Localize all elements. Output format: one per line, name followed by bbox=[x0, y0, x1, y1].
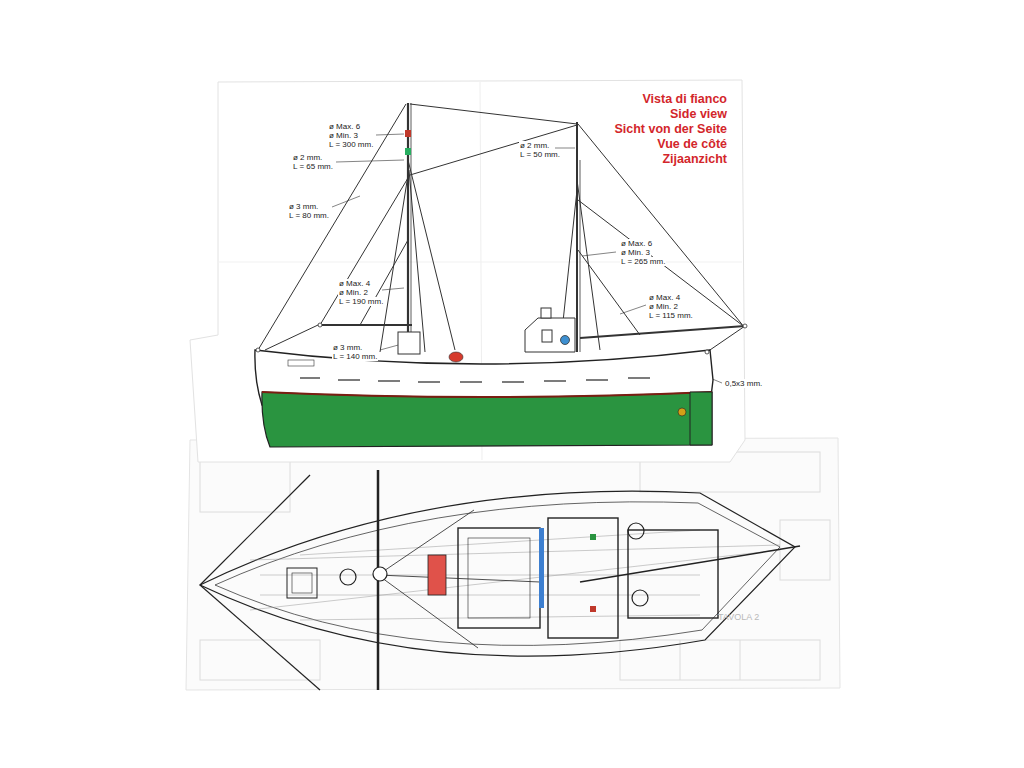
rigging-dimension: L = 265 mm. bbox=[620, 257, 666, 266]
heading-french: Vue de côté bbox=[657, 137, 727, 151]
heading-english: Side view bbox=[670, 107, 727, 121]
rigging-dimension: ø Min. 3 bbox=[328, 131, 359, 140]
rigging-dimension: ø Min. 2 bbox=[338, 288, 369, 297]
rigging-dimension: ø 3 mm. bbox=[332, 343, 363, 352]
rigging-dimension: 0,5x3 mm. bbox=[724, 379, 763, 388]
rigging-dimension: ø Min. 3 bbox=[620, 248, 651, 257]
rigging-dimension: L = 50 mm. bbox=[519, 150, 561, 159]
rigging-dimension: L = 190 mm. bbox=[338, 297, 384, 306]
rigging-dimension: L = 115 mm. bbox=[648, 311, 694, 320]
heading-italian: Vista di fianco bbox=[642, 92, 727, 106]
rigging-dimension: L = 300 mm. bbox=[328, 140, 374, 149]
rigging-dimension: ø 2 mm. bbox=[292, 153, 323, 162]
rigging-dimension: ø 3 mm. bbox=[288, 202, 319, 211]
rigging-dimension: ø Min. 2 bbox=[648, 302, 679, 311]
rigging-dimension: L = 65 mm. bbox=[292, 162, 334, 171]
rigging-dimension: ø Max. 6 bbox=[620, 239, 653, 248]
heading-dutch: Zijaanzicht bbox=[662, 152, 727, 166]
rigging-dimension: L = 140 mm. bbox=[332, 352, 378, 361]
sheet-watermark: TAVOLA 2 bbox=[718, 612, 759, 622]
rigging-dimension: L = 80 mm. bbox=[288, 211, 330, 220]
rigging-dimension: ø Max. 6 bbox=[328, 122, 361, 131]
rigging-dimension: ø Max. 4 bbox=[338, 279, 371, 288]
rigging-dimension: ø Max. 4 bbox=[648, 293, 681, 302]
heading-german: Sicht von der Seite bbox=[614, 122, 727, 136]
rigging-dimension: ø 2 mm. bbox=[519, 141, 550, 150]
